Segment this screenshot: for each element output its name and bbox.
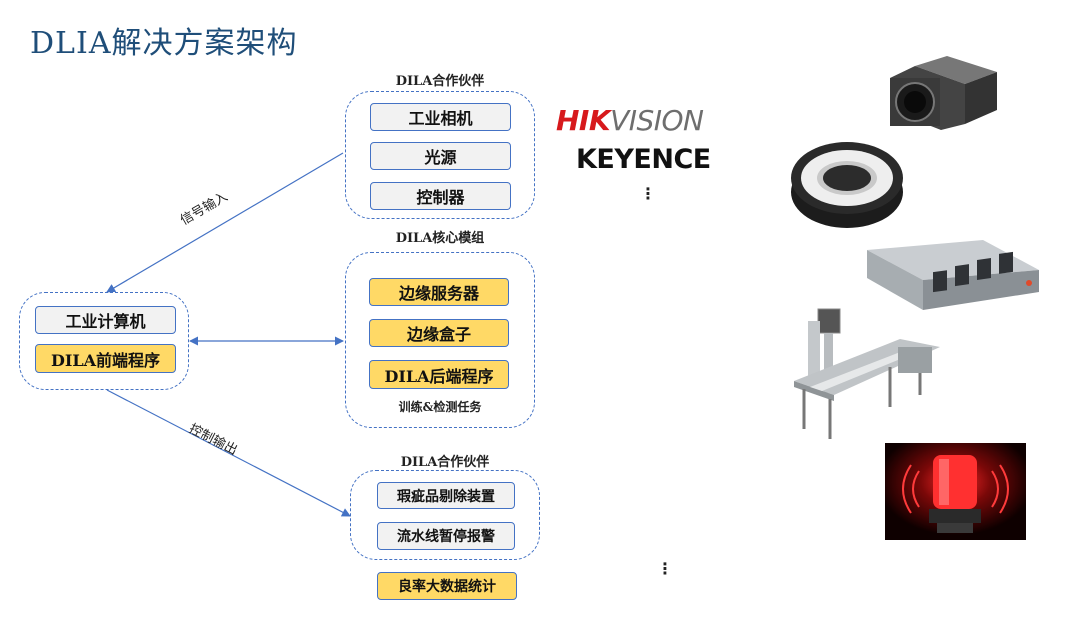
edge-box-box[interactable]: 边缘盒子: [369, 319, 509, 347]
dila-frontend-box[interactable]: DILA前端程序: [35, 344, 176, 373]
defect-reject-box[interactable]: 瑕疵品剔除装置: [377, 482, 515, 509]
middle-group: [345, 252, 535, 428]
more-partners-ellipsis: ⋮: [640, 184, 656, 203]
page-title: DLIA解决方案架构: [30, 26, 298, 61]
red-warning-beacon-image: [885, 443, 1026, 540]
signal-input-arrow: [106, 152, 344, 293]
light-source-box[interactable]: 光源: [370, 142, 511, 170]
edge-server-box[interactable]: 边缘服务器: [369, 278, 509, 306]
bottom-group: [350, 470, 540, 560]
top-group: [345, 91, 535, 219]
controller-box[interactable]: 控制器: [370, 182, 511, 210]
industrial-camera-box[interactable]: 工业相机: [370, 103, 511, 131]
middle-group-label: DILA核心模组: [395, 231, 485, 246]
top-group-label: DILA合作伙伴: [395, 74, 485, 89]
checkweigher-conveyor-image: [794, 308, 940, 439]
ring-light-image: [791, 142, 903, 228]
edge-server-image: [867, 240, 1039, 310]
industrial-computer-box[interactable]: 工业计算机: [35, 306, 176, 334]
hikvision-logo-vision: VISION: [610, 104, 704, 137]
training-detection-label: 训练&检测任务: [398, 400, 482, 414]
industrial-camera-image: [890, 56, 997, 130]
left-group: [19, 292, 189, 390]
hikvision-logo: HIKVISION: [556, 104, 704, 137]
hikvision-logo-hik: HIK: [556, 104, 611, 137]
control-output-arrow: [106, 389, 351, 517]
yield-stats-box[interactable]: 良率大数据统计: [377, 572, 517, 600]
line-pause-alarm-box[interactable]: 流水线暂停报警: [377, 522, 515, 550]
keyence-logo: KEYENCE: [576, 144, 711, 175]
bottom-group-label: DILA合作伙伴: [400, 455, 490, 470]
more-items-ellipsis: ⋮: [657, 559, 673, 578]
dila-backend-box[interactable]: DILA后端程序: [369, 360, 509, 389]
